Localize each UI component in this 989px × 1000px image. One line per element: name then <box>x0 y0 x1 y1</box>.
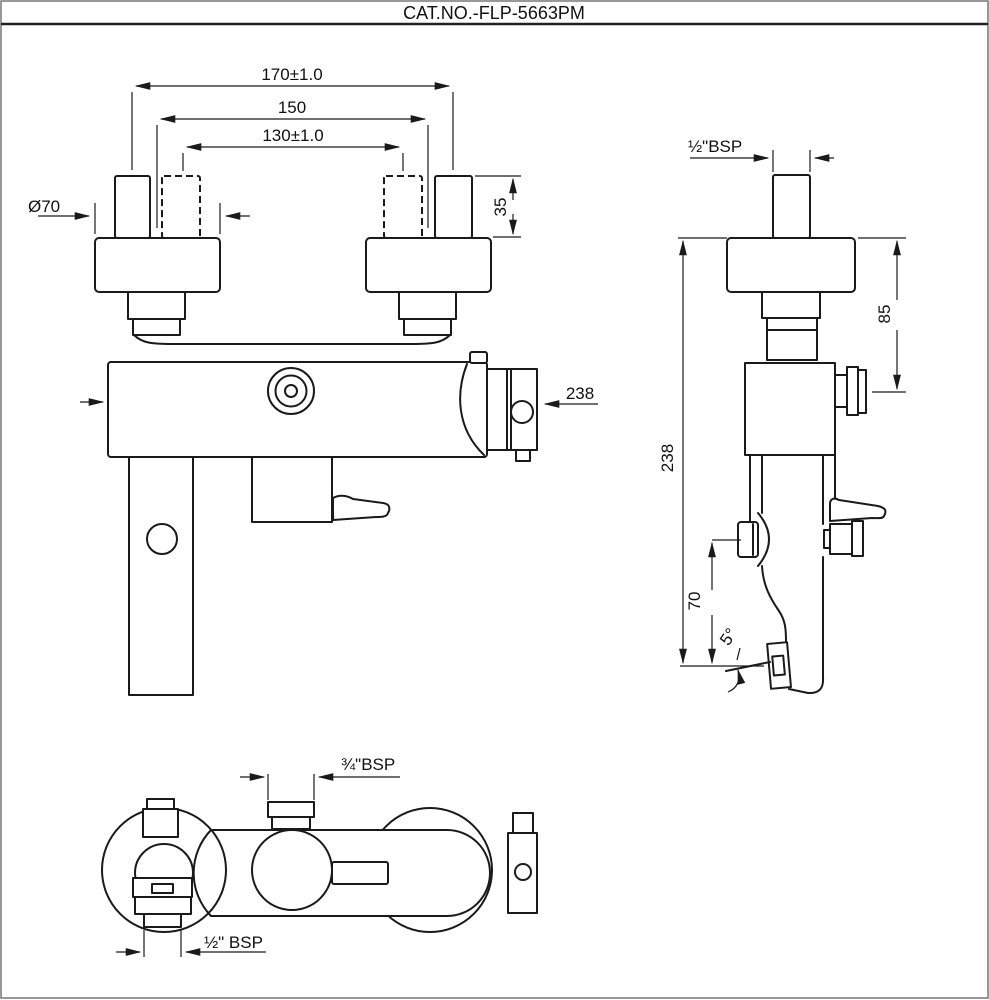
aerator-side <box>766 641 792 690</box>
dim-label-150: 150 <box>278 98 306 117</box>
wall-flange-left <box>94 237 221 293</box>
catalog-number: CAT.NO.-FLP-5663PM <box>403 3 585 23</box>
dim-label-130: 130±1.0 <box>262 126 323 145</box>
shower-connector-body <box>829 523 853 555</box>
cap-hole <box>510 400 534 424</box>
cartridge-dome-plan <box>251 829 333 911</box>
inlet-pipe-right-inner-position <box>383 175 423 239</box>
aerator-plan-body <box>134 896 192 915</box>
aerator-plan-nut <box>143 913 182 928</box>
angle-arc-arrow <box>727 668 746 693</box>
neck-left-upper <box>127 291 186 320</box>
cap-tab <box>515 449 531 462</box>
cap-tab-plan <box>512 812 534 834</box>
spout-back-edge <box>788 556 825 695</box>
neck-side-upper <box>761 291 821 319</box>
dim-label-238-front: 238 <box>566 384 594 403</box>
lever-handle-side <box>829 497 887 522</box>
body-end-step <box>469 351 488 364</box>
neck-right-lower <box>403 318 452 336</box>
spout-tube <box>128 456 194 696</box>
inlet-pipe-left <box>114 175 151 239</box>
shower-connector-cap <box>851 520 864 557</box>
outlet-connector-body <box>846 366 859 416</box>
dim-label-half-bsp-side: ½"BSP <box>688 137 742 156</box>
mixer-body-side <box>744 362 836 456</box>
cartridge-boss-inner <box>284 384 298 398</box>
bottom-view: ¾"BSP ½" BSP <box>101 755 538 957</box>
wall-flange-right <box>365 237 492 293</box>
dim-label-half-bsp-bottom: ½" BSP <box>204 933 263 952</box>
dim-label-three-quarter-bsp: ¾"BSP <box>341 755 395 774</box>
outlet-connector-cap <box>857 369 867 414</box>
neck-left-lower <box>132 318 181 336</box>
aerator-plan-tab <box>151 883 174 894</box>
body-end-arc <box>459 363 485 456</box>
inlet-pipe-right <box>434 175 473 239</box>
spout-front-curve <box>761 565 787 642</box>
shower-connector-plan-inner <box>271 816 311 830</box>
outlet-connector-step <box>834 374 848 408</box>
inlet-pipe-side <box>772 174 811 239</box>
dim-label-70: 70 <box>685 592 704 611</box>
cap-hole-plan <box>514 863 532 881</box>
dim-label-238-side: 238 <box>658 444 677 472</box>
collar-bar <box>133 334 451 345</box>
neck-right-upper <box>398 291 457 320</box>
diverter-knob-plan-body <box>142 808 179 838</box>
front-view: 170±1.0 150 130±1.0 Ø70 35 238 <box>28 65 598 696</box>
dim-label-5deg: 5° <box>716 625 741 649</box>
neck-side-lower <box>766 317 818 361</box>
dim-label-flange-dia: Ø70 <box>28 197 60 216</box>
angle-leader <box>736 647 741 661</box>
dim-label-35: 35 <box>491 198 510 217</box>
side-view: ½"BSP 238 85 70 5° <box>658 137 906 695</box>
lever-handle-plan <box>331 861 389 885</box>
diverter-dome-arc <box>757 512 770 567</box>
wall-flange-side <box>726 237 856 293</box>
diverter-knob-plan-top <box>146 798 175 810</box>
dim-label-170: 170±1.0 <box>261 65 322 84</box>
angle-line <box>725 661 771 672</box>
aerator-inner <box>771 654 786 677</box>
lever-handle-front <box>332 494 391 521</box>
cartridge-housing <box>251 456 333 523</box>
shower-connector-plan-outer <box>267 801 315 818</box>
dim-label-85: 85 <box>875 305 894 324</box>
diverter-knob-front <box>146 523 178 555</box>
inlet-pipe-left-inner-position <box>161 175 201 239</box>
